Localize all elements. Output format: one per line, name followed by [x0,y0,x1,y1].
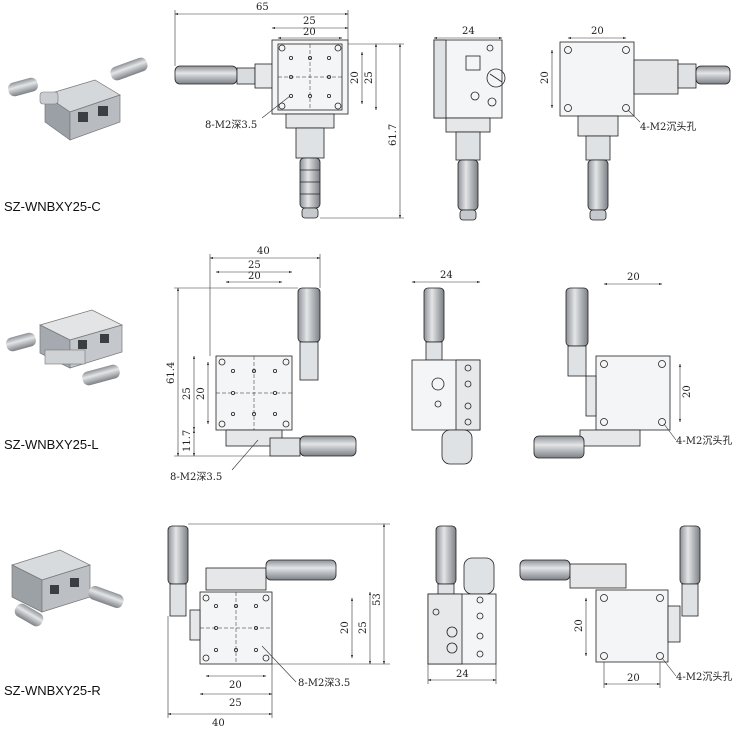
product-photo-r [11,549,124,627]
note-l-cbore: 4-M2沉头孔 [676,434,732,447]
dims-l-top [603,282,682,441]
drawing-r-side [427,525,497,665]
dims-c-front [174,10,404,219]
dims-r-top [584,597,677,688]
dim-l-61-4: 61.4 [166,362,177,384]
dim-c-top-20: 20 [591,26,604,37]
dim-l-25v: 25 [182,387,193,400]
dim-r-25v: 25 [358,621,369,634]
dim-c-side-20: 20 [540,71,551,84]
drawing-c-front [174,39,349,219]
model-label-l: SZ-WNBXY25-L [4,437,99,452]
dims-c-top [550,36,641,123]
note-c-cbore: 4-M2沉头孔 [640,120,696,133]
dim-c-25v: 25 [364,71,375,84]
dim-r-b20: 20 [229,680,242,691]
dim-c-25: 25 [303,16,316,27]
note-r-thread: 8-M2深3.5 [298,677,350,689]
dim-r-left-20: 20 [574,619,585,632]
drawing-c-side [433,39,506,221]
dim-l-40: 40 [257,246,270,257]
dims-r-side [427,664,497,684]
note-l-thread: 8-M2深3.5 [170,471,222,483]
dim-l-11-7: 11.7 [182,430,193,452]
dim-r-20v: 20 [340,621,351,634]
drawing-l-side [411,287,481,465]
dims-l-front [174,254,321,471]
drawing-r-front [167,525,337,665]
product-photo-c [8,57,148,141]
note-c-thread: 8-M2深3.5 [205,119,257,131]
dim-c-65: 65 [256,2,269,13]
dim-r-b40: 40 [212,718,225,729]
note-r-cbore: 4-M2沉头孔 [676,670,732,683]
dim-l-top-20: 20 [627,272,640,283]
model-label-c: SZ-WNBXY25-C [4,199,101,214]
dim-l-25: 25 [248,260,261,271]
dim-l-side-24: 24 [440,270,453,281]
dim-l-20v: 20 [196,387,207,400]
dim-c-20: 20 [303,27,316,38]
drawing-l-front [215,287,357,457]
dim-c-61-7: 61.7 [388,124,399,146]
dim-l-20: 20 [248,271,261,282]
dim-r-b25: 25 [229,698,242,709]
drawing-c-top [559,41,731,221]
dims-r-front [167,523,390,718]
dim-c-side-24: 24 [462,26,475,37]
dim-c-20v: 20 [350,71,361,84]
drawing-r-top [519,525,701,663]
drawing-l-top [533,287,671,459]
dim-l-right-20: 20 [682,385,693,398]
dim-r-side-24: 24 [456,669,469,680]
model-label-r: SZ-WNBXY25-R [4,683,101,698]
product-photo-l [6,309,123,386]
dim-r-53: 53 [372,593,383,606]
dim-r-bot-20: 20 [627,673,640,684]
